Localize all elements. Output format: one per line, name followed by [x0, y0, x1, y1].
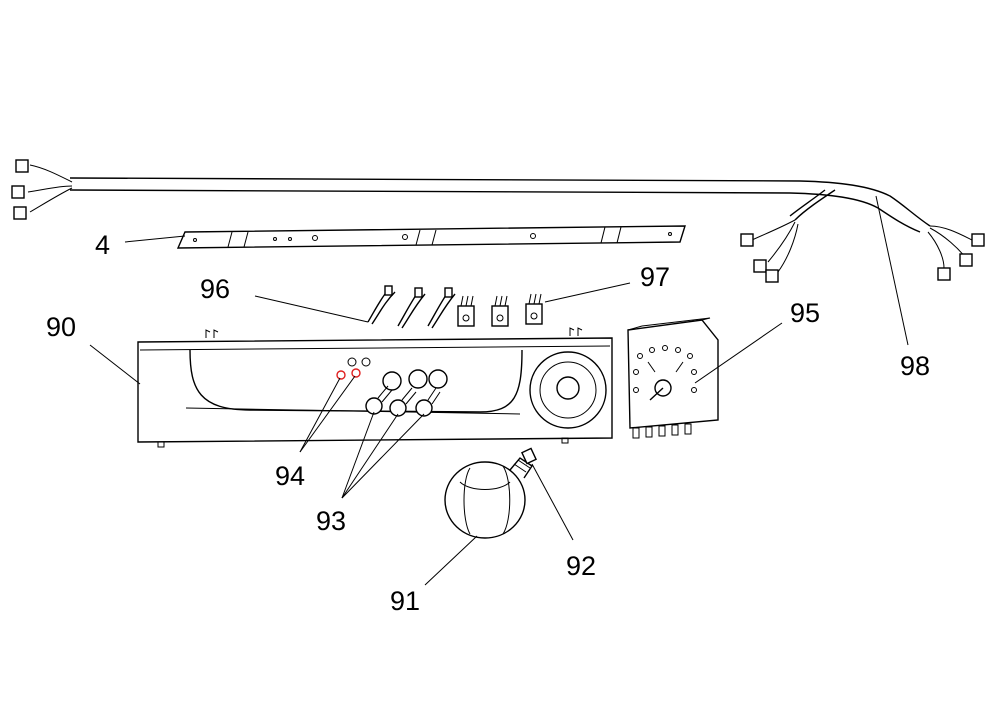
control-panel-housing [137, 327, 613, 448]
callout-92: 92 [566, 551, 596, 581]
mounting-strip [176, 225, 686, 249]
callout-94: 94 [275, 461, 305, 491]
callout-98: 98 [900, 351, 930, 381]
callout-97: 97 [640, 262, 670, 292]
callout-93: 93 [316, 506, 346, 536]
callout-90: 90 [46, 312, 76, 342]
timer-unit [627, 317, 719, 439]
wire-leads [367, 285, 456, 329]
indicator-lamps [336, 368, 361, 380]
leader-lines [89, 195, 909, 586]
callout-95: 95 [790, 298, 820, 328]
timer-knob [444, 447, 537, 539]
switch-knobs [365, 369, 448, 417]
callout-4: 4 [95, 230, 110, 260]
terminal-blocks [457, 293, 543, 327]
wire-harness [11, 159, 985, 283]
callout-91: 91 [390, 586, 420, 616]
callout-96: 96 [200, 274, 230, 304]
